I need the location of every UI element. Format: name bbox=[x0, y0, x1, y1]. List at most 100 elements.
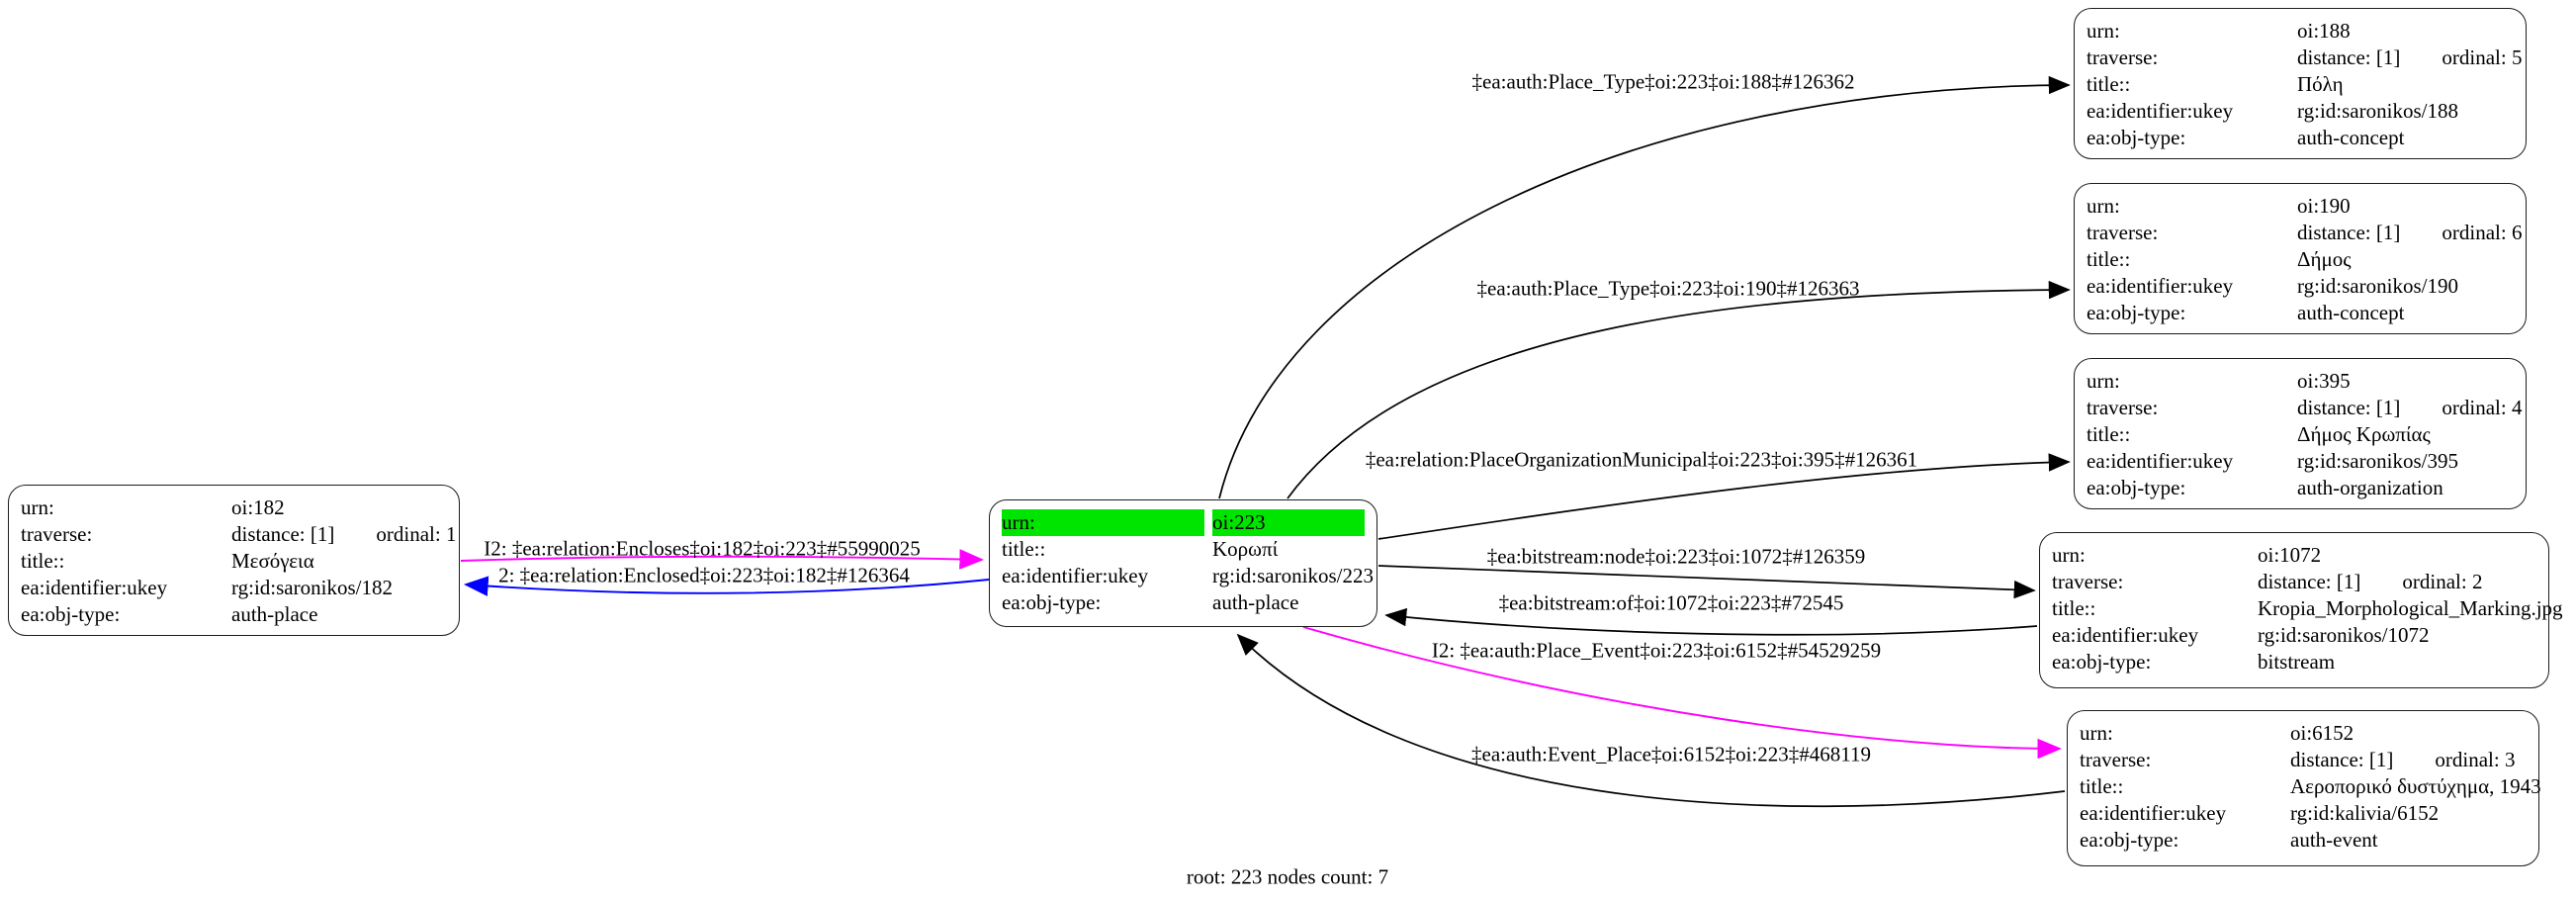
field-ordinal: ordinal: 2 bbox=[2402, 570, 2483, 593]
field-value: auth-event bbox=[2290, 828, 2378, 852]
field-value: rg:id:kalivia/6152 bbox=[2290, 801, 2440, 825]
field-key: ea:identifier:ukey bbox=[1002, 564, 1149, 587]
node-row: ea:obj-type: auth-event bbox=[2080, 827, 2527, 854]
edge-label-place-type-190: ‡ea:auth:Place_Type‡oi:223‡oi:190‡#12636… bbox=[1476, 276, 1860, 301]
node-row: title::Πόλη bbox=[2087, 71, 2514, 98]
field-key: ea:identifier:ukey bbox=[2080, 801, 2227, 825]
field-value: Αεροπορικό δυστύχημα, 1943 bbox=[2290, 774, 2541, 798]
node-row: title::Κορωπί bbox=[1002, 536, 1365, 563]
node-row-highlighted: urn: oi:223 bbox=[1002, 509, 1365, 536]
field-value: auth-organization bbox=[2297, 476, 2443, 499]
node-row: urn:oi:182 bbox=[21, 495, 447, 521]
edge-enclosed-223-182 bbox=[463, 576, 990, 596]
field-key: ea:identifier:ukey bbox=[2087, 99, 2234, 123]
node-row: ea:obj-type: auth-place bbox=[21, 601, 447, 628]
root-count-label: root: 223 nodes count: 7 bbox=[1186, 864, 1389, 889]
node-row: traverse: distance: [1]ordinal: 5 bbox=[2087, 45, 2522, 71]
field-key: title:: bbox=[2087, 422, 2131, 446]
node-row: ea:obj-type:auth-concept bbox=[2087, 125, 2514, 151]
field-key: traverse: bbox=[2087, 221, 2159, 244]
node-row: ea:identifier:ukey rg:id:saronikos/223 bbox=[1002, 563, 1374, 589]
node-row: title::Μεσόγεια bbox=[21, 548, 447, 575]
field-value: oi:6152 bbox=[2290, 721, 2354, 745]
field-value: rg:id:saronikos/395 bbox=[2297, 449, 2458, 473]
field-value: auth-concept bbox=[2297, 126, 2405, 149]
field-ordinal: ordinal: 6 bbox=[2442, 221, 2523, 244]
field-value: auth-concept bbox=[2297, 301, 2405, 324]
field-value: rg:id:saronikos/188 bbox=[2297, 99, 2458, 123]
field-key: ea:identifier:ukey bbox=[21, 576, 168, 599]
field-key: title:: bbox=[2087, 72, 2131, 96]
field-value: distance: [1]ordinal: 2 bbox=[2258, 570, 2483, 593]
node-oi-182[interactable]: urn:oi:182 traverse:distance: [1]ordinal… bbox=[8, 485, 460, 636]
node-row: ea:obj-type: auth-organization bbox=[2087, 475, 2514, 501]
field-value: Μεσόγεια bbox=[231, 549, 314, 573]
node-row: urn: oi:188 bbox=[2087, 18, 2514, 45]
node-row: traverse:distance: [1]ordinal: 4 bbox=[2087, 395, 2522, 421]
field-value: oi:1072 bbox=[2258, 543, 2322, 567]
field-value: distance: [1]ordinal: 3 bbox=[2290, 748, 2516, 771]
node-row: title::Αεροπορικό δυστύχημα, 1943 bbox=[2080, 773, 2541, 800]
field-key: urn: bbox=[2087, 19, 2120, 43]
field-value: distance: [1]ordinal: 1 bbox=[231, 522, 457, 546]
node-row: urn: oi:395 bbox=[2087, 368, 2514, 395]
field-key: urn: bbox=[2080, 721, 2113, 745]
field-key: ea:obj-type: bbox=[21, 602, 121, 626]
field-key: urn: bbox=[1002, 509, 1204, 536]
edge-place-organization-municipal-395 bbox=[1377, 453, 2071, 540]
field-key: ea:obj-type: bbox=[2080, 828, 2179, 852]
node-row: ea:identifier:ukey rg:id:saronikos/188 bbox=[2087, 98, 2514, 125]
node-row: ea:obj-type: auth-concept bbox=[2087, 300, 2514, 326]
node-oi-190[interactable]: urn:oi:190 traverse: distance: [1]ordinal… bbox=[2074, 183, 2527, 334]
field-key: urn: bbox=[2087, 369, 2120, 393]
field-value: oi:223 bbox=[1212, 509, 1365, 536]
field-key: title:: bbox=[1002, 537, 1046, 561]
edge-label-place-type-188: ‡ea:auth:Place_Type‡oi:223‡oi:188‡#12636… bbox=[1471, 69, 1855, 94]
node-oi-395[interactable]: urn: oi:395 traverse:distance: [1]ordinal… bbox=[2074, 358, 2527, 509]
edge-bitstream-node-1072 bbox=[1377, 565, 2036, 599]
node-oi-1072[interactable]: urn:oi:1072 traverse:distance: [1]ordina… bbox=[2039, 532, 2563, 688]
field-key: ea:identifier:ukey bbox=[2052, 623, 2199, 647]
node-row: title::Kropia_Morphological_Marking.jpg bbox=[2052, 595, 2563, 622]
node-row: urn:oi:190 bbox=[2087, 193, 2514, 220]
field-value: distance: [1]ordinal: 5 bbox=[2297, 45, 2523, 69]
node-oi-188[interactable]: urn: oi:188 traverse: distance: [1]ordinal… bbox=[2074, 8, 2527, 159]
field-value: Κορωπί bbox=[1212, 537, 1279, 561]
field-key: traverse: bbox=[2080, 748, 2152, 771]
node-row: ea:identifier:ukey rg:id:kalivia/6152 bbox=[2080, 800, 2527, 827]
field-value: oi:190 bbox=[2297, 194, 2351, 218]
field-value: oi:395 bbox=[2297, 369, 2351, 393]
field-key: ea:identifier:ukey bbox=[2087, 274, 2234, 298]
field-ordinal: ordinal: 3 bbox=[2435, 748, 2516, 771]
node-row: urn: oi:6152 bbox=[2080, 720, 2527, 747]
edge-label-bitstream-node: ‡ea:bitstream:node‡oi:223‡oi:1072‡#12635… bbox=[1486, 544, 1866, 569]
edge-label-enclosed: 2: ‡ea:relation:Enclosed‡oi:223‡oi:182‡#… bbox=[498, 563, 910, 587]
node-row: title::Δήμος Κρωπίας bbox=[2087, 421, 2514, 448]
field-key: traverse: bbox=[2087, 45, 2159, 69]
edge-event-place-6152 bbox=[1236, 633, 2066, 808]
node-oi-223-root[interactable]: urn: oi:223 title::Κορωπί ea:identifier:u… bbox=[989, 499, 1377, 627]
field-value: bitstream bbox=[2258, 650, 2336, 674]
field-value: rg:id:saronikos/223 bbox=[1212, 564, 1374, 587]
field-value: Πόλη bbox=[2297, 72, 2344, 96]
field-value: auth-place bbox=[1212, 590, 1299, 614]
edge-place-type-190 bbox=[1287, 280, 2071, 499]
field-value: auth-place bbox=[231, 602, 318, 626]
field-value: distance: [1]ordinal: 6 bbox=[2297, 221, 2523, 244]
field-key: ea:obj-type: bbox=[2087, 301, 2186, 324]
field-value: rg:id:saronikos/182 bbox=[231, 576, 393, 599]
field-key: ea:obj-type: bbox=[1002, 590, 1102, 614]
field-value: oi:188 bbox=[2297, 19, 2351, 43]
field-key: title:: bbox=[2087, 247, 2131, 271]
field-value: Δήμος Κρωπίας bbox=[2297, 422, 2431, 446]
field-key: urn: bbox=[21, 496, 54, 519]
edge-label-encloses: I2: ‡ea:relation:Encloses‡oi:182‡oi:223‡… bbox=[484, 536, 921, 561]
field-key: title:: bbox=[2052, 596, 2096, 620]
field-key: ea:obj-type: bbox=[2087, 476, 2186, 499]
node-oi-6152[interactable]: urn: oi:6152 traverse: distance: [1]ordina… bbox=[2067, 710, 2541, 866]
field-value: Δήμος bbox=[2297, 247, 2352, 271]
